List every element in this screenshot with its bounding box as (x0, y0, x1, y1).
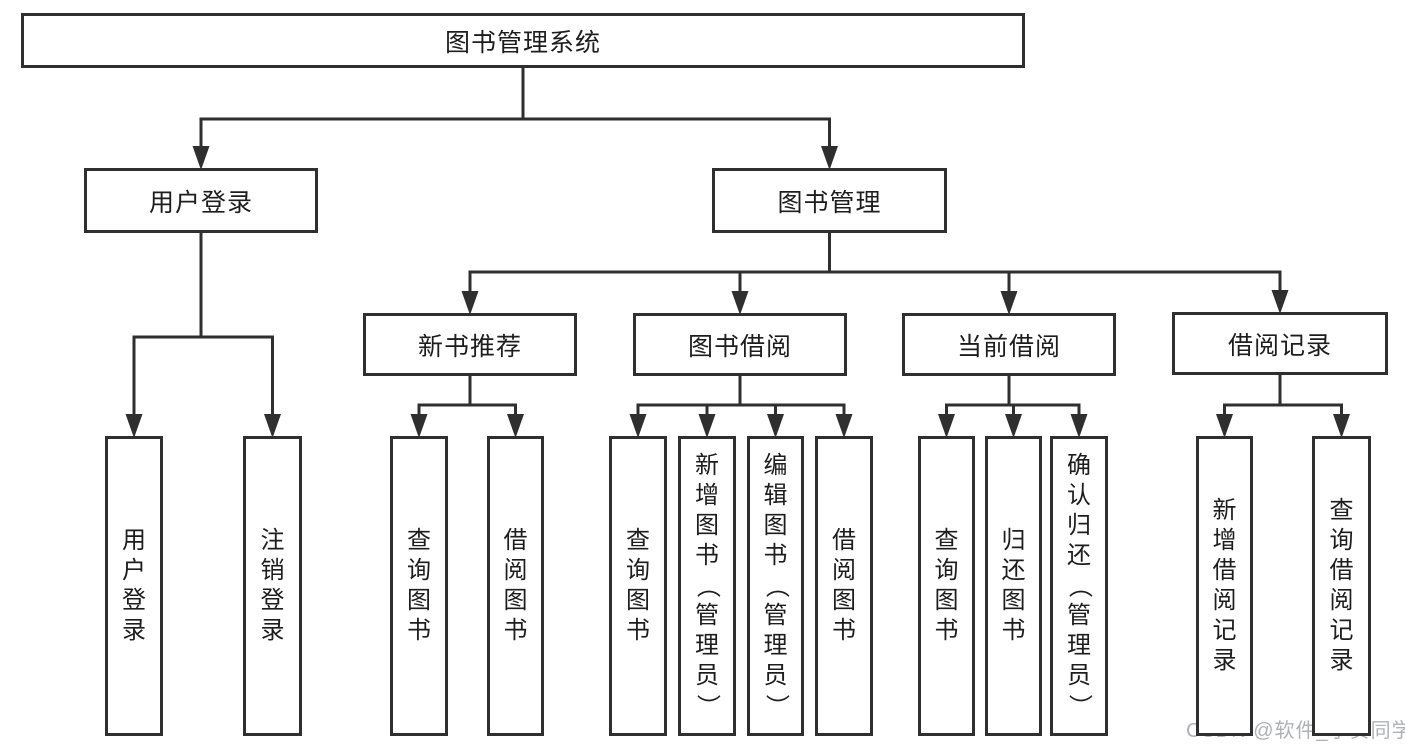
node-root: 图书管理系统 (21, 13, 1025, 68)
node-label-book-borrow: 图书借阅 (687, 332, 792, 361)
node-return-books: 归还图书 (985, 436, 1042, 736)
node-label-logout-leaf: 注销登录 (260, 527, 285, 644)
node-add-borrow-record: 新增借阅记录 (1196, 436, 1253, 736)
node-current-borrow: 当前借阅 (902, 313, 1116, 376)
node-label-query-books-current: 查询图书 (934, 527, 959, 644)
node-borrow-books: 借阅图书 (815, 436, 873, 736)
node-label-query-books-borrow: 查询图书 (626, 527, 650, 644)
node-book-borrow: 图书借阅 (633, 313, 847, 376)
node-query-borrow-record: 查询借阅记录 (1312, 436, 1371, 736)
node-user-login: 用户登录 (84, 168, 318, 233)
node-query-books-current: 查询图书 (918, 436, 975, 736)
node-label-login-leaf: 用户登录 (122, 527, 146, 644)
node-label-add-books-admin: 新增图书（管理员） (694, 452, 721, 718)
node-label-borrow-books: 借阅图书 (832, 527, 856, 644)
node-logout-leaf: 注销登录 (243, 436, 302, 736)
node-label-root: 图书管理系统 (444, 28, 601, 57)
node-label-query-borrow-record: 查询借阅记录 (1329, 497, 1354, 674)
node-query-books-borrow: 查询图书 (609, 436, 667, 736)
node-edit-books-admin: 编辑图书（管理员） (747, 436, 804, 736)
node-label-borrow-records: 借阅记录 (1227, 331, 1332, 360)
node-label-new-book-rec: 新书推荐 (417, 332, 522, 361)
node-add-books-admin: 新增图书（管理员） (678, 436, 736, 736)
node-query-books-rec: 查询图书 (390, 436, 448, 736)
node-label-add-borrow-record: 新增借阅记录 (1212, 497, 1237, 674)
node-label-return-books: 归还图书 (1001, 527, 1026, 644)
node-borrow-books-rec: 借阅图书 (487, 436, 544, 736)
node-label-current-borrow: 当前借阅 (956, 332, 1061, 361)
node-confirm-return-admin: 确认归还（管理员） (1050, 436, 1108, 736)
node-label-user-login: 用户登录 (148, 188, 253, 217)
node-label-borrow-books-rec: 借阅图书 (503, 527, 528, 644)
node-login-leaf: 用户登录 (105, 436, 163, 736)
node-label-edit-books-admin: 编辑图书（管理员） (762, 452, 790, 718)
node-borrow-records: 借阅记录 (1172, 312, 1388, 375)
node-label-query-books-rec: 查询图书 (407, 527, 431, 644)
node-label-confirm-return-admin: 确认归还（管理员） (1066, 452, 1093, 718)
node-label-book-mgmt: 图书管理 (777, 188, 882, 217)
node-book-mgmt: 图书管理 (712, 168, 947, 233)
node-new-book-rec: 新书推荐 (363, 313, 577, 376)
